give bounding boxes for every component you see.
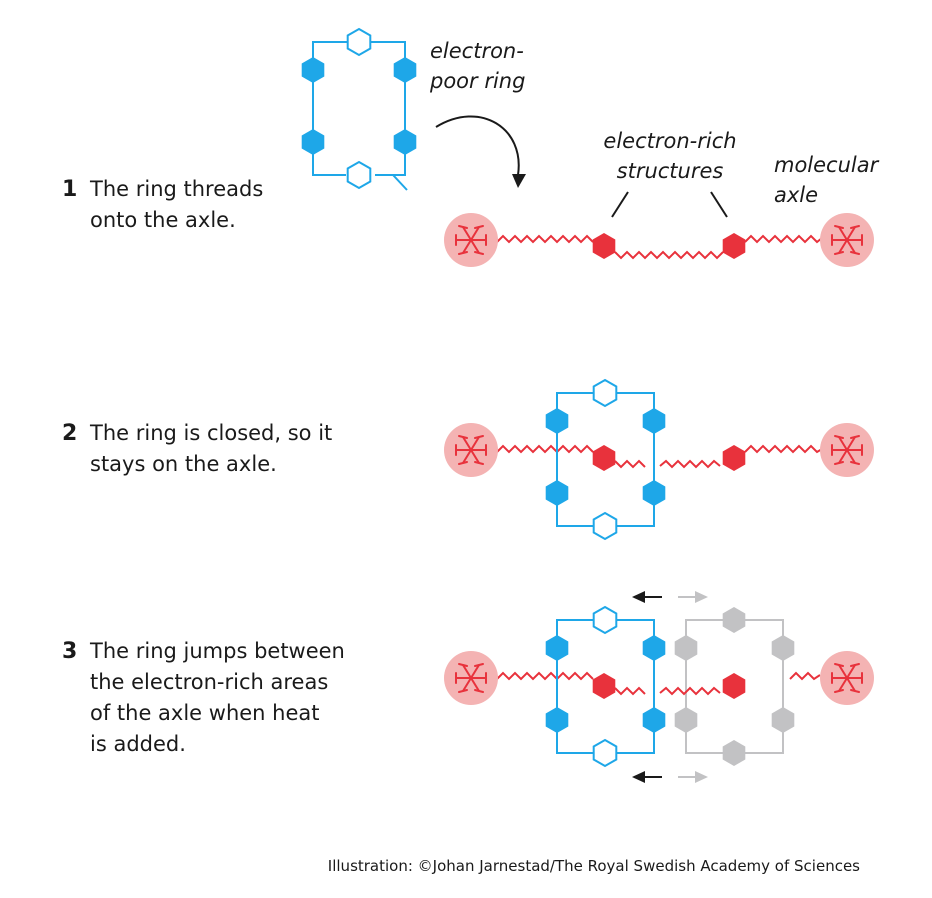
- electron-rich-hexagon: [592, 233, 616, 259]
- threading-arrow: [435, 115, 520, 176]
- axle-chain-3: [744, 234, 823, 244]
- axle-chain-2: [614, 250, 724, 260]
- threading-arrowhead: [512, 174, 526, 188]
- axle-chain-1: [496, 234, 594, 244]
- step1-open-ring: [312, 41, 408, 191]
- electron-rich-structures-label: electron-rich structures: [603, 129, 737, 183]
- step-number: 3: [62, 639, 78, 664]
- step3-axle: [443, 650, 875, 706]
- step-text: The ring threads onto the axle.: [90, 177, 264, 232]
- step-text: The ring jumps between the electron-rich…: [90, 639, 345, 756]
- stopper-right: [819, 212, 875, 268]
- step3-ghost-ring: [674, 607, 795, 766]
- illustration-credit: Illustration: ©Johan Jarnestad/The Royal…: [327, 857, 860, 875]
- electron-rich-hexagon: [722, 233, 746, 259]
- step1-axle: [443, 212, 875, 268]
- step-number: 2: [62, 421, 78, 446]
- shuttle-arrows: [632, 591, 708, 783]
- stopper-left: [443, 212, 499, 268]
- step2-axle: [443, 422, 875, 478]
- step3-blue-ring: [545, 606, 666, 767]
- electron-poor-ring-label: electron- poor ring: [430, 39, 526, 93]
- step2-closed-ring: [545, 379, 666, 540]
- step1-ring-open-hexagons: [346, 28, 372, 189]
- step-number: 1: [62, 177, 78, 202]
- rich-label-pointers: [611, 191, 728, 218]
- step-text: The ring is closed, so it stays on the a…: [90, 421, 333, 476]
- molecular-axle-label: molecular axle: [774, 153, 879, 207]
- step1-ring-rich-hexagons: [301, 57, 417, 155]
